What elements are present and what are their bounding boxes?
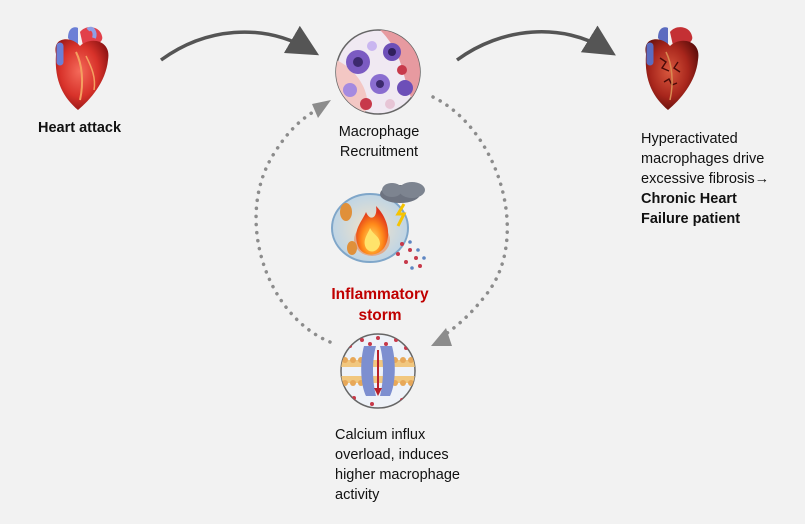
arrowhead-left [312,100,331,118]
arrow-recruitment-to-chronic [455,25,616,62]
chronic-heart-failure-label: Hyperactivated macrophages drive excessi… [641,129,801,229]
chronic-line-3: excessive fibrosis→ [641,171,770,187]
chronic-line-1: Hyperactivated [641,131,738,147]
recruitment-line-2: Recruitment [339,144,419,160]
macrophage-recruitment-label: Macrophage Recruitment [330,122,428,162]
calcium-line-2: overload, induces [335,447,449,463]
ion-channel-icon [340,333,416,409]
chronic-bold-line-1: Chronic Heart [641,191,737,207]
recruitment-line-1: Macrophage [338,124,420,140]
calcium-influx-label: Calcium influx overload, induces higher … [335,425,495,505]
arrow-heart-to-recruitment [159,25,320,62]
calcium-line-4: activity [335,487,380,503]
diseased-heart-icon [645,27,699,110]
storm-line-1: Inflammatory [331,286,429,303]
heart-icon [55,26,109,110]
chronic-line-2: macrophages drive [641,151,765,167]
storm-line-2: storm [358,307,402,324]
heart-attack-label: Heart attack [38,120,122,136]
inflamed-cell-icon [331,182,426,270]
arrowhead-right [431,328,452,346]
calcium-line-3: higher macrophage [335,467,460,483]
calcium-line-1: Calcium influx [335,427,426,443]
dotted-cycle [254,95,509,344]
chronic-bold-line-2: Failure patient [641,211,741,227]
macrophage-cells-icon [335,29,421,115]
inflammatory-storm-label: Inflammatory storm [318,284,442,326]
